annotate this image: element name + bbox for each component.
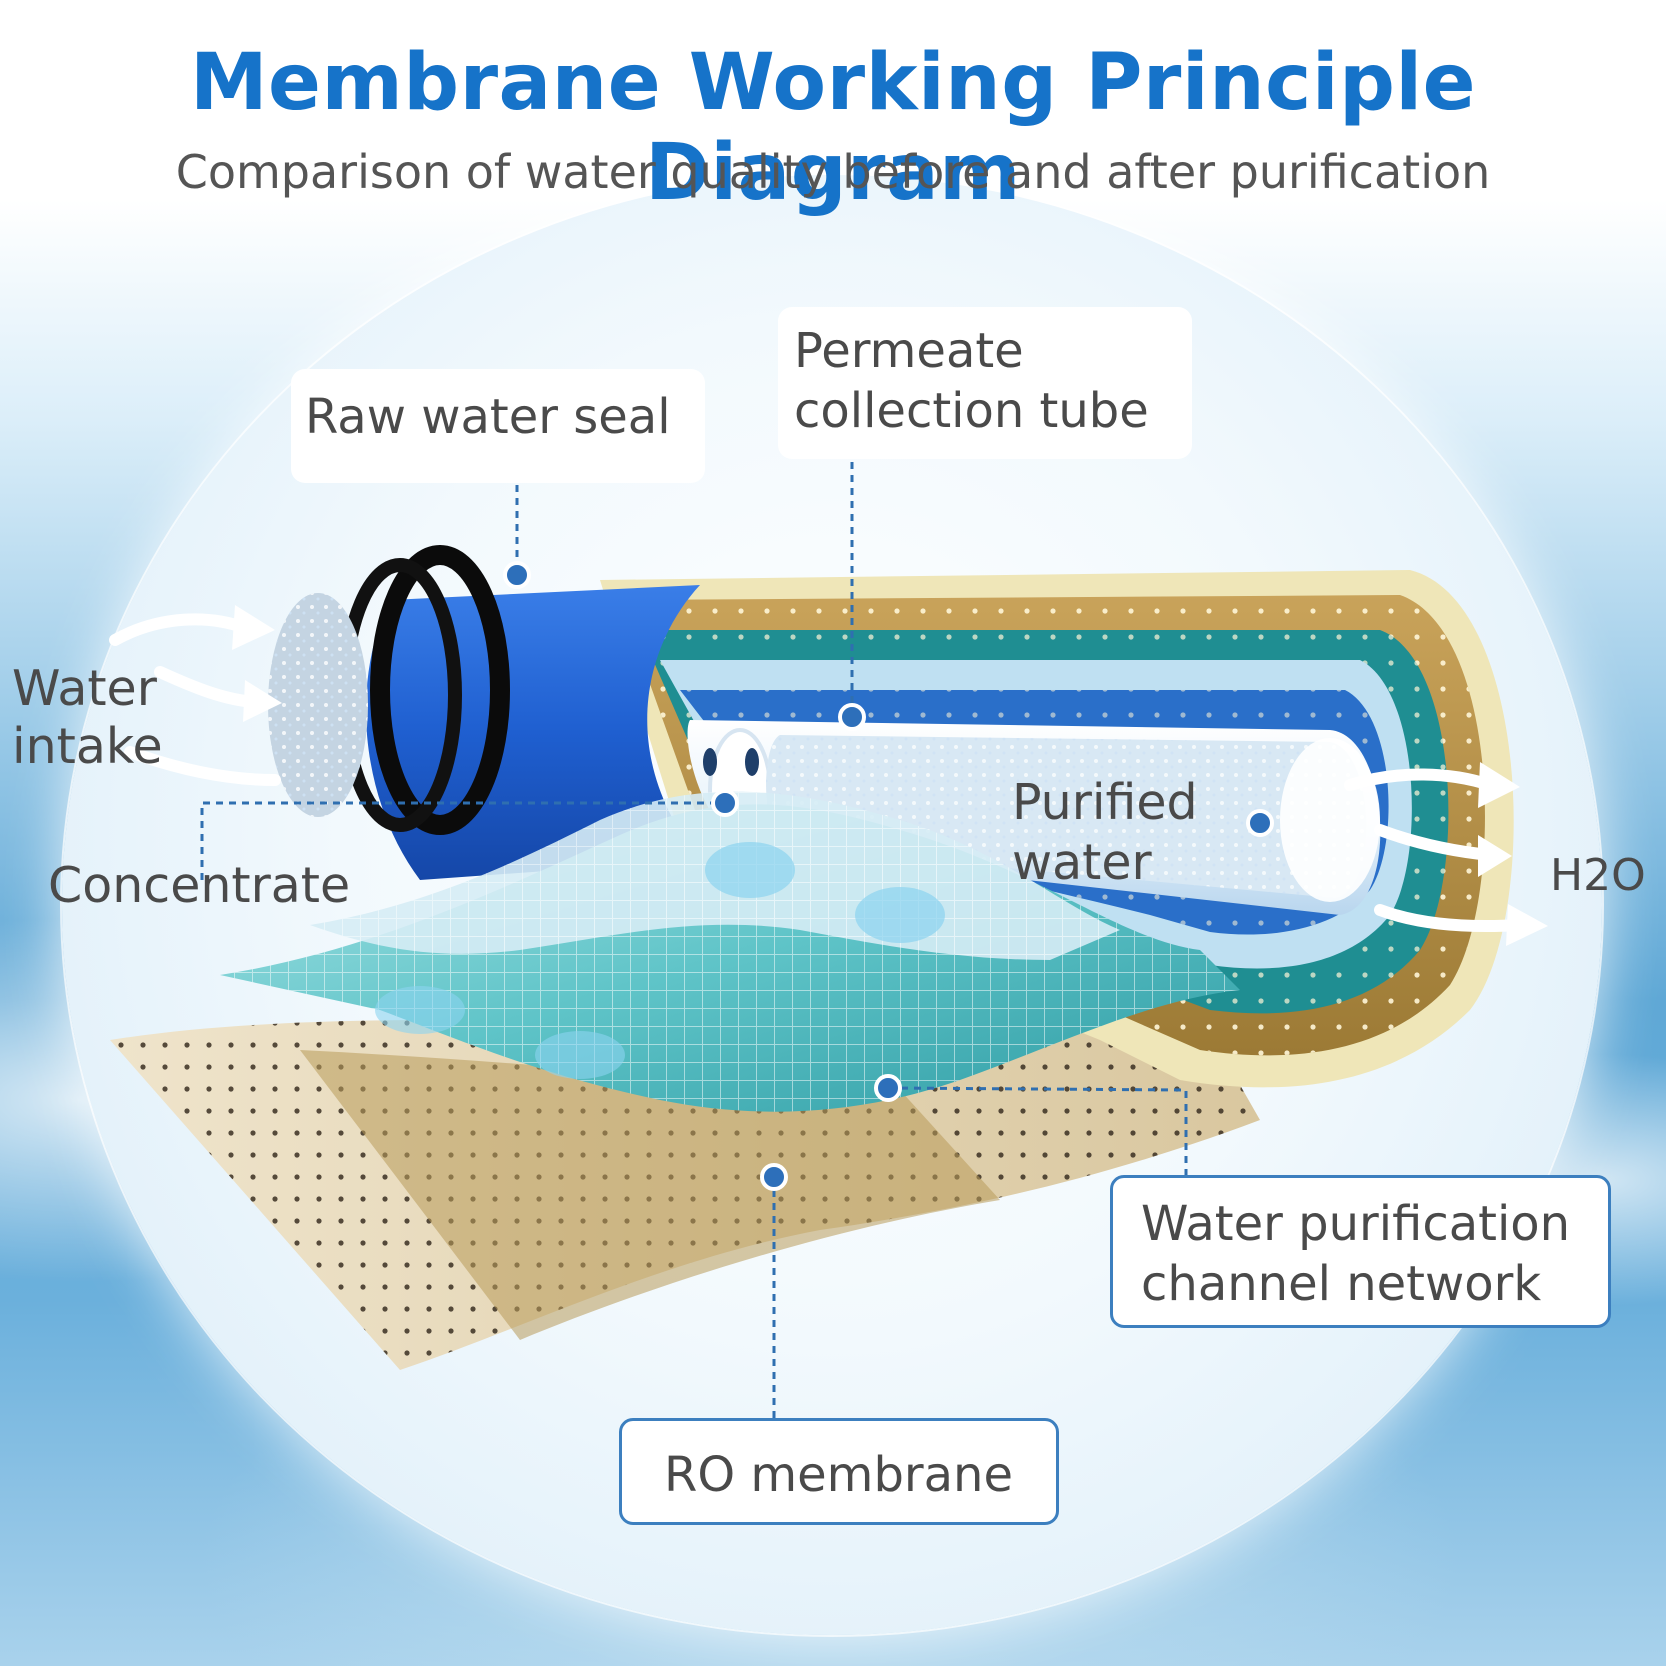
water-intake-label: Water intake: [12, 660, 163, 776]
purified-water-line2: water: [1012, 834, 1152, 891]
ro-membrane-text: RO membrane: [664, 1447, 1014, 1503]
water-intake-line2: intake: [12, 718, 163, 775]
page-title: Membrane Working Principle Diagram: [189, 38, 1477, 218]
raw-water-seal-text: Raw water seal: [305, 389, 671, 445]
callout-lines: [200, 462, 1188, 1418]
page-subtitle: Comparison of water quality before and a…: [175, 145, 1491, 199]
channel-network-label: Water purification channel network: [1110, 1175, 1611, 1328]
water-intake-line1: Water: [12, 660, 157, 717]
permeate-label-line2: collection tube: [794, 383, 1149, 439]
raw-water-seal-label: Raw water seal: [291, 369, 705, 483]
channel-label-line2: channel network: [1141, 1256, 1542, 1312]
purified-water-label: Purified water: [1012, 773, 1198, 893]
h2o-label: H2O: [1550, 850, 1646, 901]
permeate-label-line1: Permeate: [794, 323, 1024, 379]
channel-label-line1: Water purification: [1141, 1196, 1571, 1252]
raw-water-seal-ring: [370, 545, 510, 835]
permeate-collection-tube-label: Permeate collection tube: [778, 307, 1192, 459]
ro-membrane-label: RO membrane: [619, 1418, 1059, 1525]
callout-dots: [503, 561, 1274, 1191]
purified-water-line1: Purified: [1012, 774, 1198, 831]
concentrate-label: Concentrate: [48, 857, 351, 914]
